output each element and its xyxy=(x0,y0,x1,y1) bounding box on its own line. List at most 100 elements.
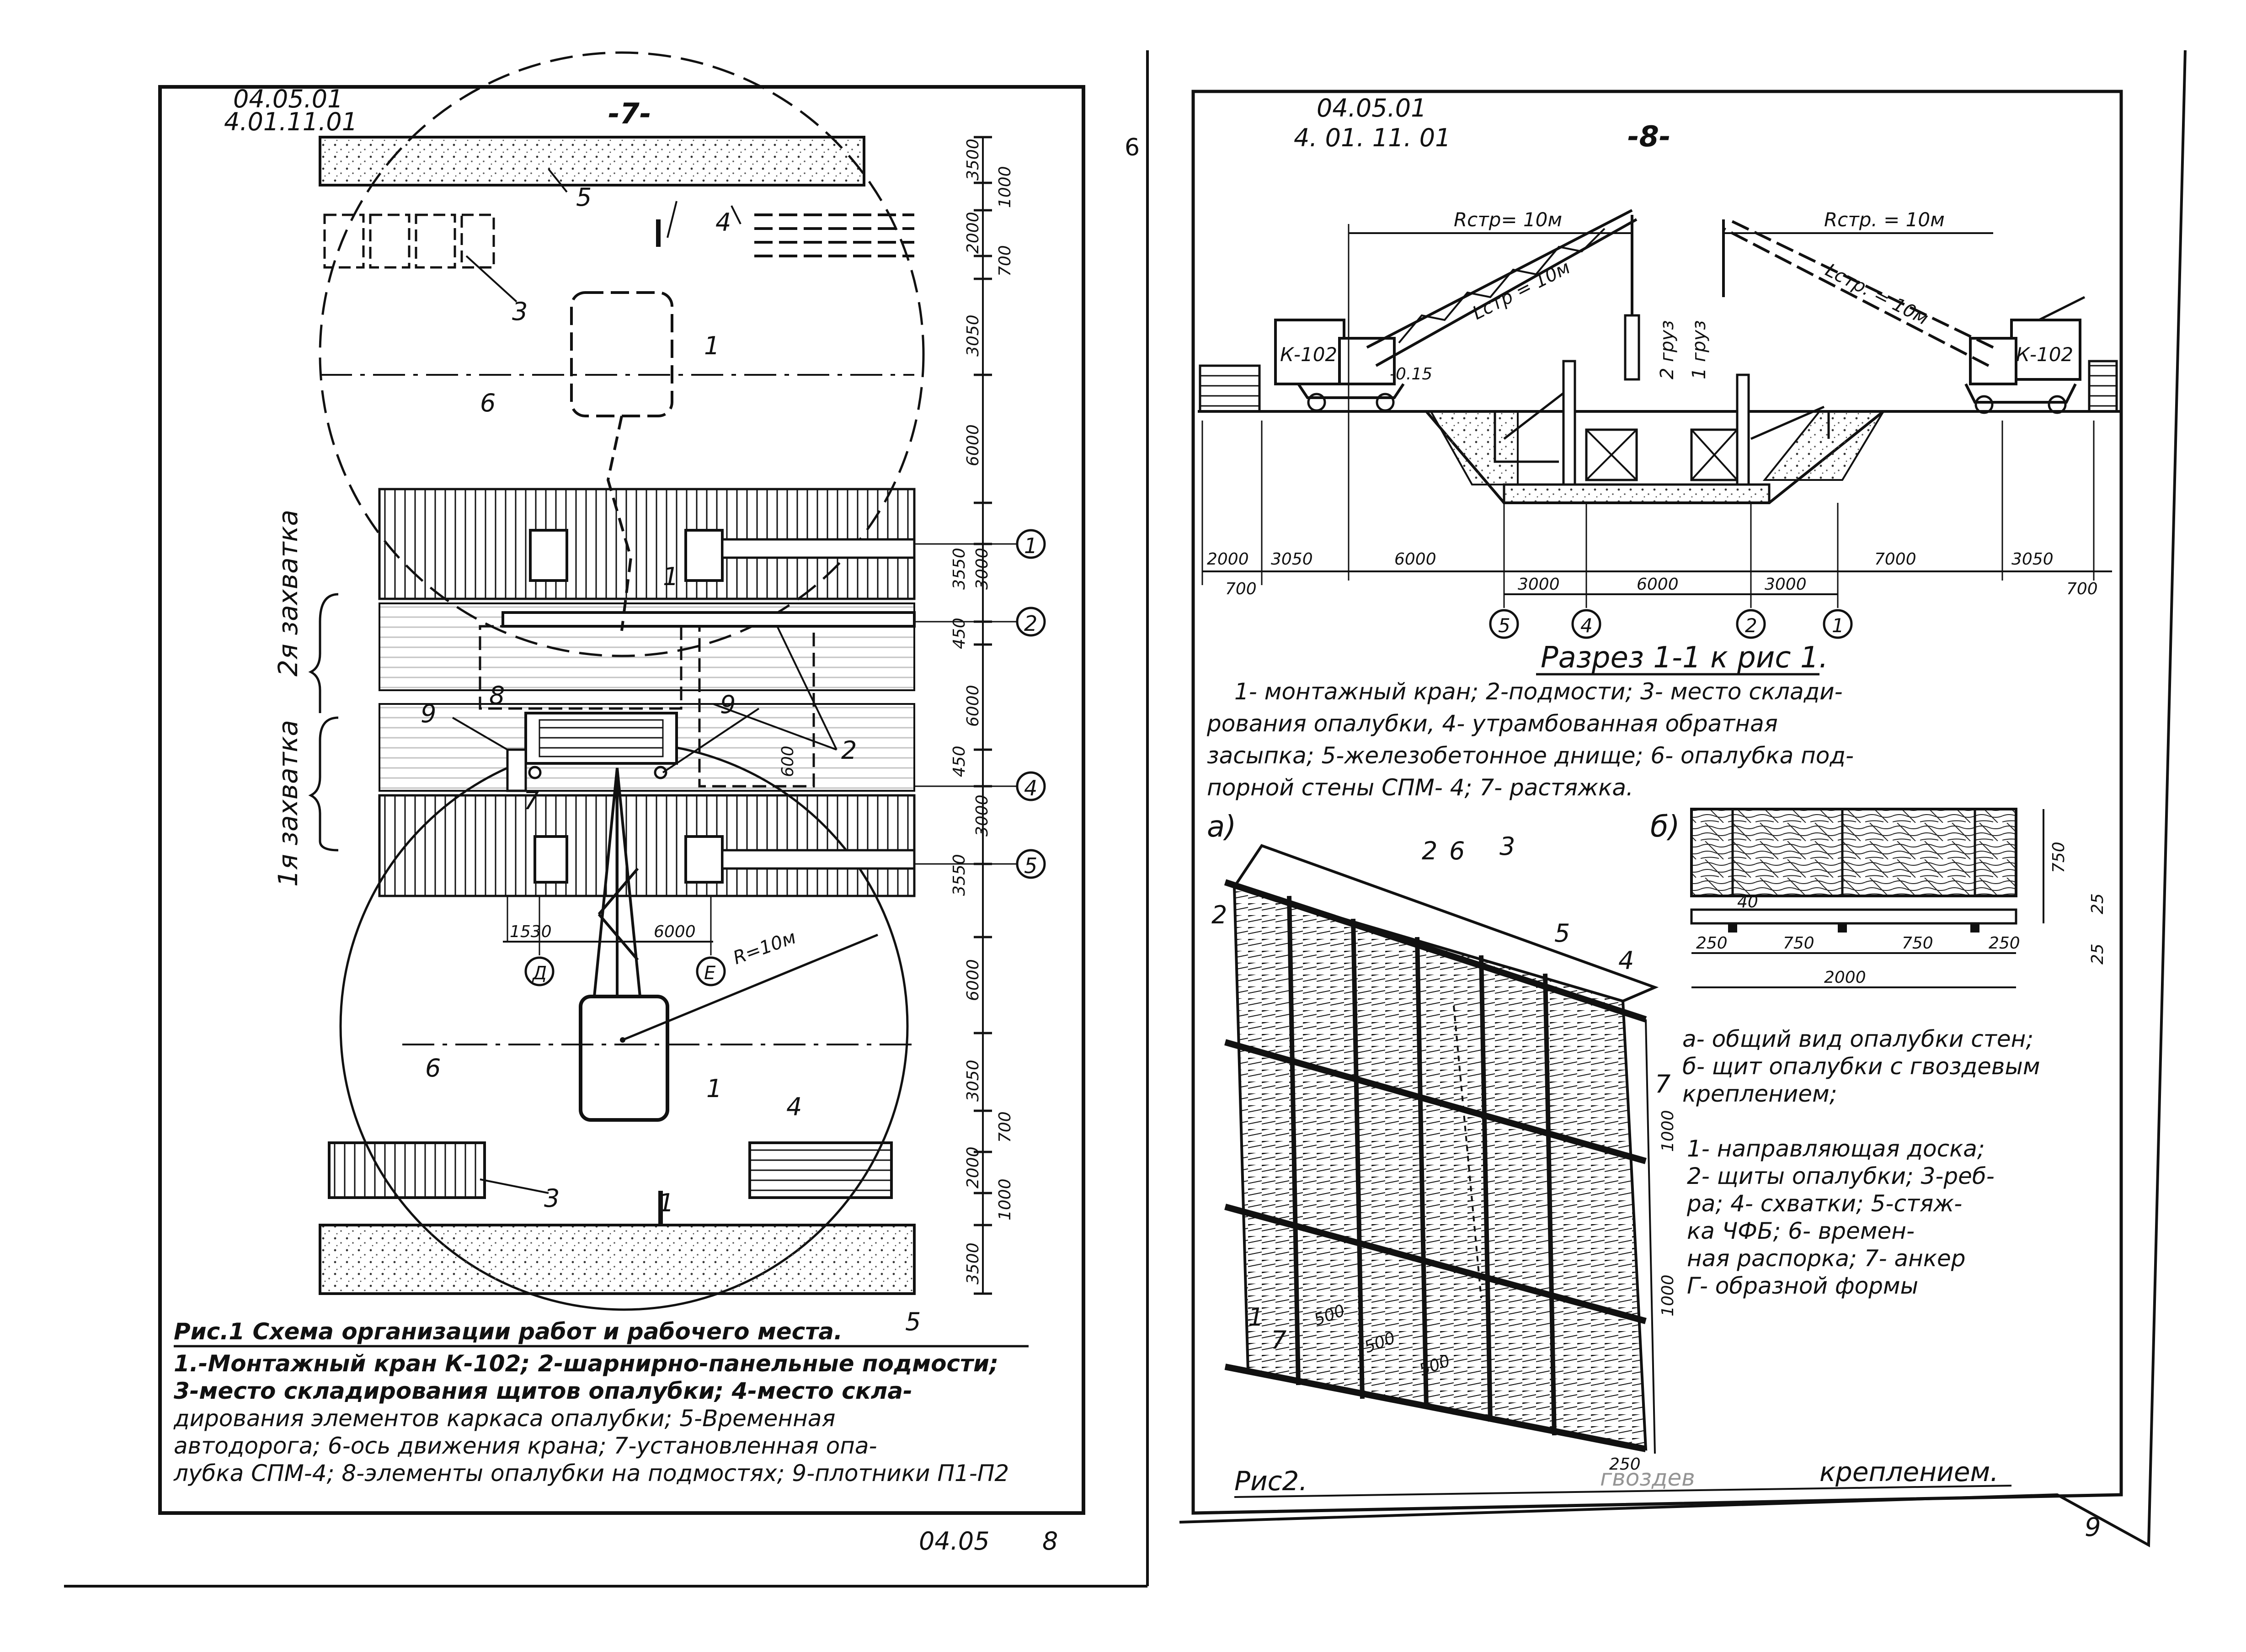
zone-bracket-2 xyxy=(308,593,339,713)
svg-text:5: 5 xyxy=(1024,853,1037,878)
column-left-1 xyxy=(529,529,568,582)
storage-frames-bottom xyxy=(748,1141,893,1199)
crane-radius-label: R=10м xyxy=(731,927,799,969)
brace-left xyxy=(1494,392,1564,463)
svg-text:9: 9 xyxy=(421,699,436,728)
svg-text:1000: 1000 xyxy=(1659,1110,1677,1152)
hook-1: 2 груз xyxy=(1657,320,1678,379)
svg-text:6: 6 xyxy=(480,389,496,417)
svg-text:9: 9 xyxy=(720,690,736,719)
svg-text:3050: 3050 xyxy=(2011,550,2054,569)
wall-band-5 xyxy=(378,794,916,897)
svg-text:К-102: К-102 xyxy=(1280,343,1337,366)
svg-text:1000: 1000 xyxy=(1659,1274,1677,1316)
torn-edge xyxy=(1179,50,2187,1548)
svg-text:2000: 2000 xyxy=(964,1146,982,1188)
r-right: Rстр. = 10м xyxy=(1824,208,1945,231)
axis-marker-4: 4 xyxy=(1016,771,1046,801)
svg-text:а- общий вид опалубки стен;: а- общий вид опалубки стен; xyxy=(1682,1026,2033,1052)
svg-text:6000: 6000 xyxy=(1394,550,1436,569)
zone-1-label: 1я захватка xyxy=(272,720,304,887)
svg-text:2: 2 xyxy=(1745,614,1757,637)
carpenter-2 xyxy=(654,766,667,779)
svg-text:1- направляющая доска;: 1- направляющая доска; xyxy=(1687,1135,1985,1162)
svg-text:дирования элементов каркаса оп: дирования элементов каркаса опалубки; 5-… xyxy=(173,1405,836,1432)
svg-text:б- щит опалубки с гвоздевым: б- щит опалубки с гвоздевым xyxy=(1682,1053,2040,1080)
svg-text:4: 4 xyxy=(1618,946,1634,975)
svg-text:6000: 6000 xyxy=(1637,575,1679,594)
svg-text:25: 25 xyxy=(2088,893,2107,914)
left-page-number: -7- xyxy=(608,97,651,130)
zone-bracket-1 xyxy=(308,716,339,852)
axis-marker-1: 1 xyxy=(1016,529,1046,559)
svg-text:1: 1 xyxy=(1832,614,1844,637)
svg-text:250: 250 xyxy=(1609,1455,1641,1474)
svg-text:4: 4 xyxy=(786,1092,802,1121)
svg-text:6000: 6000 xyxy=(964,959,982,1001)
svg-text:1000: 1000 xyxy=(996,1178,1014,1220)
crane-boom-bottom xyxy=(593,767,641,997)
svg-text:750: 750 xyxy=(2049,842,2068,873)
crane-position-bottom xyxy=(579,995,669,1122)
svg-text:25: 25 xyxy=(2088,943,2107,965)
scaffold-left xyxy=(1585,428,1638,481)
svg-text:2- щиты опалубки; 3-реб-: 2- щиты опалубки; 3-реб- xyxy=(1687,1163,1995,1189)
svg-text:3000: 3000 xyxy=(973,548,992,590)
figure1-caption: Рис.1 Схема организации работ и рабочего… xyxy=(173,1318,1029,1487)
svg-text:3: 3 xyxy=(544,1184,560,1213)
storage-panels-bottom xyxy=(328,1141,486,1199)
label-a: а) xyxy=(1207,810,1236,844)
fig2-caption-left: Рис2. xyxy=(1234,1465,1307,1497)
concrete-slab xyxy=(1503,483,1771,504)
stack-right xyxy=(2088,360,2118,413)
crane-right: К-102 xyxy=(1722,218,2086,414)
right-page-frame xyxy=(1191,90,2123,1515)
dim-bottom-1530: 1530 xyxy=(510,922,552,941)
axis-marker-e: Е xyxy=(696,956,726,986)
svg-text:3550: 3550 xyxy=(950,854,969,896)
svg-text:250: 250 xyxy=(1989,934,2020,953)
svg-text:3000: 3000 xyxy=(1765,575,1807,594)
svg-text:К-102: К-102 xyxy=(2016,343,2073,366)
svg-text:лубка СПМ-4; 8-элементы опалуб: лубка СПМ-4; 8-элементы опалубки на подм… xyxy=(173,1460,1009,1487)
svg-text:креплением;: креплением; xyxy=(1682,1081,1837,1107)
fig2-caption-right: креплением. xyxy=(1819,1456,1999,1487)
formwork-isometric xyxy=(1224,844,1659,1454)
svg-text:7: 7 xyxy=(1655,1070,1670,1098)
right-page: 04.05.01 4. 01. 11. 01 -8- К-102 xyxy=(1179,50,2187,1548)
section-dim-ticks xyxy=(1201,421,2095,608)
dim-600: 600 xyxy=(779,746,797,777)
svg-text:700: 700 xyxy=(1225,580,1257,598)
brace-right xyxy=(1750,405,1830,440)
svg-text:700: 700 xyxy=(2066,580,2098,598)
zone-2-label: 2я захватка xyxy=(272,510,304,677)
svg-text:1: 1 xyxy=(1024,533,1037,558)
svg-text:5: 5 xyxy=(905,1307,921,1336)
svg-text:3-место складирования щитов оп: 3-место складирования щитов опалубки; 4-… xyxy=(174,1378,912,1404)
svg-text:ра; 4- схватки; 5-стяж-: ра; 4- схватки; 5-стяж- xyxy=(1686,1190,1962,1217)
section-title: Разрез 1-1 к рис 1. xyxy=(1541,641,1828,675)
svg-text:3500: 3500 xyxy=(964,139,982,181)
svg-text:1000: 1000 xyxy=(996,166,1014,208)
callouts-left: 1 1 2 3 3 4 4 5 5 6 6 7 8 9 9 1 1 xyxy=(421,183,921,1336)
left-page-frame xyxy=(158,85,1085,1515)
axis-marker-5: 5 xyxy=(1016,849,1046,879)
scaffold-area xyxy=(501,611,916,628)
svg-text:750: 750 xyxy=(1783,934,1814,953)
left-footer-page: 8 xyxy=(1042,1527,1058,1556)
svg-text:5: 5 xyxy=(576,183,592,212)
svg-text:2: 2 xyxy=(841,736,857,765)
panel-dims: 750 25 40 250 750 750 250 25 2000 xyxy=(1696,842,2107,987)
svg-text:Е: Е xyxy=(704,963,716,984)
level-mark: -0.15 xyxy=(1390,365,1432,384)
figure2-legend: а- общий вид опалубки стен; б- щит опалу… xyxy=(1682,1026,2040,1299)
svg-text:3050: 3050 xyxy=(964,1060,982,1102)
svg-text:ная распорка; 7- анкер: ная распорка; 7- анкер xyxy=(1687,1245,1966,1272)
svg-text:Д: Д xyxy=(532,963,547,984)
hook-2: 1 груз xyxy=(1689,320,1710,379)
svg-text:1: 1 xyxy=(706,1074,722,1103)
column-left-5 xyxy=(533,835,568,884)
svg-text:3550: 3550 xyxy=(950,548,969,590)
svg-text:3050: 3050 xyxy=(1271,550,1313,569)
svg-text:засыпка; 5-железобетонное днищ: засыпка; 5-железобетонное днище; 6- опал… xyxy=(1207,742,1854,769)
